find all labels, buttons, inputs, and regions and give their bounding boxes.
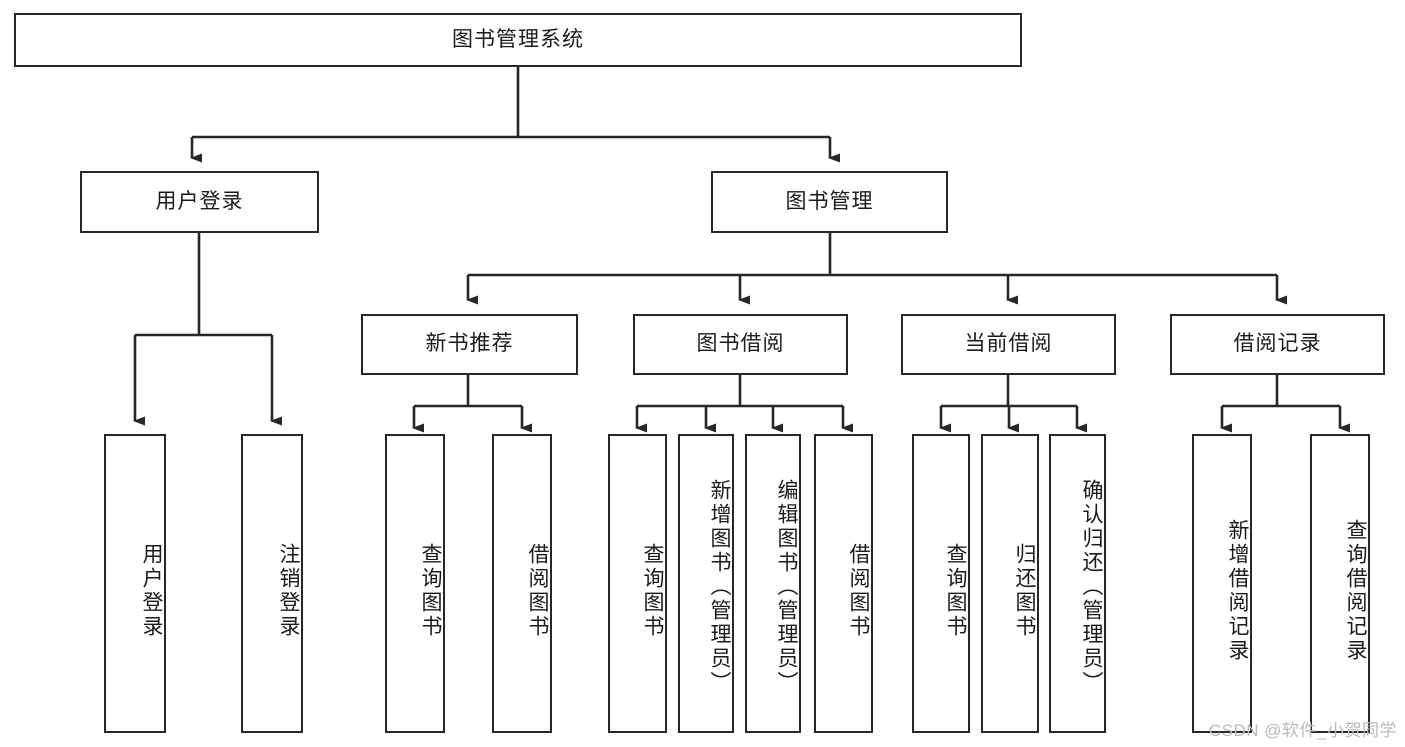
node-label: 借阅图书 <box>847 542 870 639</box>
node-label: 图书管理 <box>785 189 874 213</box>
leaf-user-login-signin[interactable]: 用户登录 <box>104 434 166 733</box>
node-label: 查询图书 <box>944 542 967 639</box>
node-borrow-record[interactable]: 借阅记录 <box>1170 314 1385 375</box>
node-label: 图书借阅 <box>696 332 785 356</box>
leaf-new-book-query[interactable]: 查询图书 <box>385 434 445 733</box>
leaf-user-login-signout[interactable]: 注销登录 <box>241 434 303 733</box>
leaf-borrow-record-query[interactable]: 查询借阅记录 <box>1310 434 1370 733</box>
node-label: 用户登录 <box>155 189 244 213</box>
node-label: 查询借阅记录 <box>1344 518 1367 663</box>
node-book-borrow[interactable]: 图书借阅 <box>633 314 848 375</box>
node-label: 查询图书 <box>419 542 442 639</box>
node-label: 查询图书 <box>641 542 664 639</box>
leaf-current-borrow-return[interactable]: 归还图书 <box>981 434 1039 733</box>
leaf-current-borrow-query[interactable]: 查询图书 <box>912 434 970 733</box>
leaf-book-borrow-edit[interactable]: 编辑图书（管理员） <box>745 434 801 733</box>
leaf-new-book-borrow[interactable]: 借阅图书 <box>492 434 552 733</box>
node-label: 编辑图书（管理员） <box>775 478 798 695</box>
leaf-book-borrow-query[interactable]: 查询图书 <box>608 434 667 733</box>
node-new-book-recommend[interactable]: 新书推荐 <box>361 314 578 375</box>
leaf-book-borrow-add[interactable]: 新增图书（管理员） <box>678 434 734 733</box>
node-label: 用户登录 <box>140 542 163 639</box>
leaf-current-borrow-confirm[interactable]: 确认归还（管理员） <box>1049 434 1106 733</box>
node-label: 归还图书 <box>1013 542 1036 639</box>
node-label: 借阅记录 <box>1233 332 1322 356</box>
node-current-borrow[interactable]: 当前借阅 <box>901 314 1116 375</box>
leaf-borrow-record-add[interactable]: 新增借阅记录 <box>1192 434 1252 733</box>
node-label: 图书管理系统 <box>452 27 584 51</box>
node-label: 注销登录 <box>277 542 300 639</box>
node-label: 确认归还（管理员） <box>1080 478 1103 695</box>
node-label: 当前借阅 <box>964 332 1053 356</box>
node-label: 新增借阅记录 <box>1226 518 1249 663</box>
node-label: 新书推荐 <box>425 332 514 356</box>
leaf-book-borrow-lend[interactable]: 借阅图书 <box>814 434 873 733</box>
node-book-management-system[interactable]: 图书管理系统 <box>14 13 1022 67</box>
node-label: 借阅图书 <box>526 542 549 639</box>
node-label: 新增图书（管理员） <box>708 478 731 695</box>
node-book-management[interactable]: 图书管理 <box>711 171 948 233</box>
node-user-login[interactable]: 用户登录 <box>80 171 319 233</box>
